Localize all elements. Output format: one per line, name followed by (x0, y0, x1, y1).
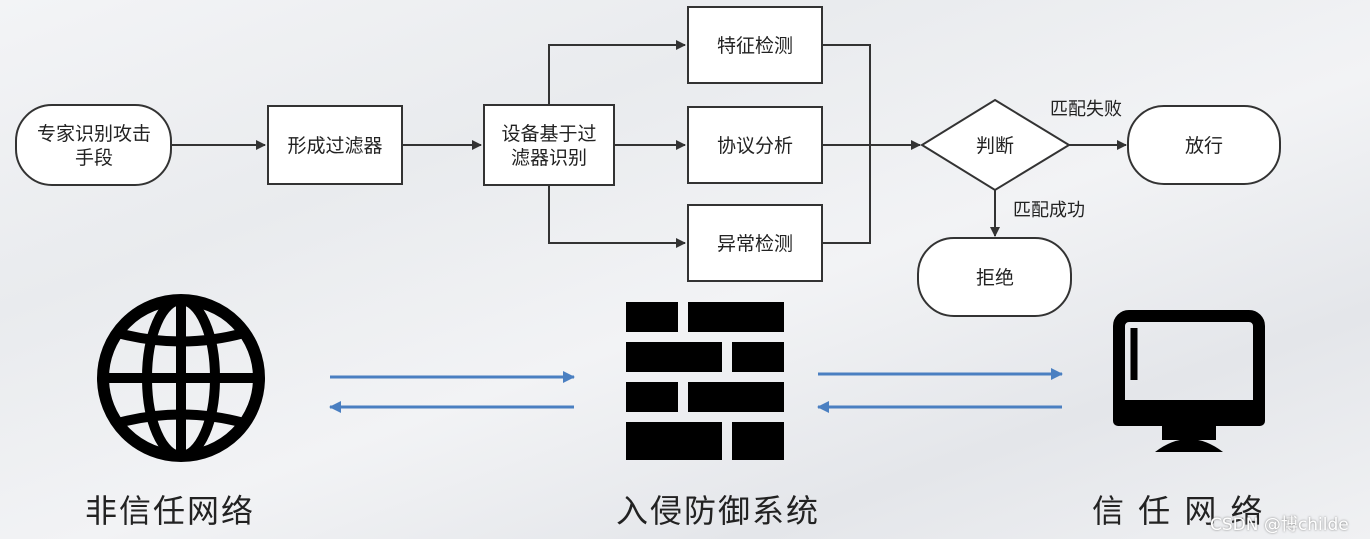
protocol-analysis-label: 协议分析 (717, 135, 793, 157)
pass-label: 放行 (1185, 135, 1223, 157)
protocol-analysis-node (687, 106, 823, 184)
device-label-2: 滤器识别 (511, 147, 587, 169)
match-fail-label: 匹配失败 (1050, 99, 1122, 120)
reject-node (917, 237, 1072, 317)
monitor-icon (1113, 310, 1265, 452)
pass-node (1127, 105, 1281, 185)
trusted-network-label: 信 任 网 络 (1092, 492, 1265, 530)
feature-detect-label: 特征检测 (717, 35, 793, 57)
decision-node (920, 98, 1071, 192)
device-label-1: 设备基于过 (501, 123, 596, 145)
firewall-icon (626, 302, 784, 460)
start-label-2: 手段 (75, 147, 113, 169)
start-node (15, 104, 172, 186)
anomaly-detect-node (687, 204, 823, 282)
device-node (483, 104, 615, 186)
ips-label: 入侵防御系统 (616, 492, 821, 530)
match-success-label: 匹配成功 (1013, 200, 1085, 221)
start-label-1: 专家识别攻击 (37, 123, 151, 145)
edge-anomaly-merge (822, 145, 871, 244)
filter-label: 形成过滤器 (287, 135, 382, 157)
filter-node (267, 105, 403, 185)
edge-feature-merge (822, 44, 871, 145)
watermark: CSDN @博childe (1210, 515, 1349, 535)
anomaly-detect-label: 异常检测 (717, 233, 793, 255)
reject-label: 拒绝 (976, 267, 1014, 289)
untrusted-network-label: 非信任网络 (85, 492, 256, 530)
globe-icon (97, 294, 265, 462)
edge-device-feature (548, 40, 686, 105)
feature-detect-node (687, 6, 823, 84)
edge-device-anomaly (548, 185, 686, 248)
decision-label: 判断 (976, 135, 1014, 157)
